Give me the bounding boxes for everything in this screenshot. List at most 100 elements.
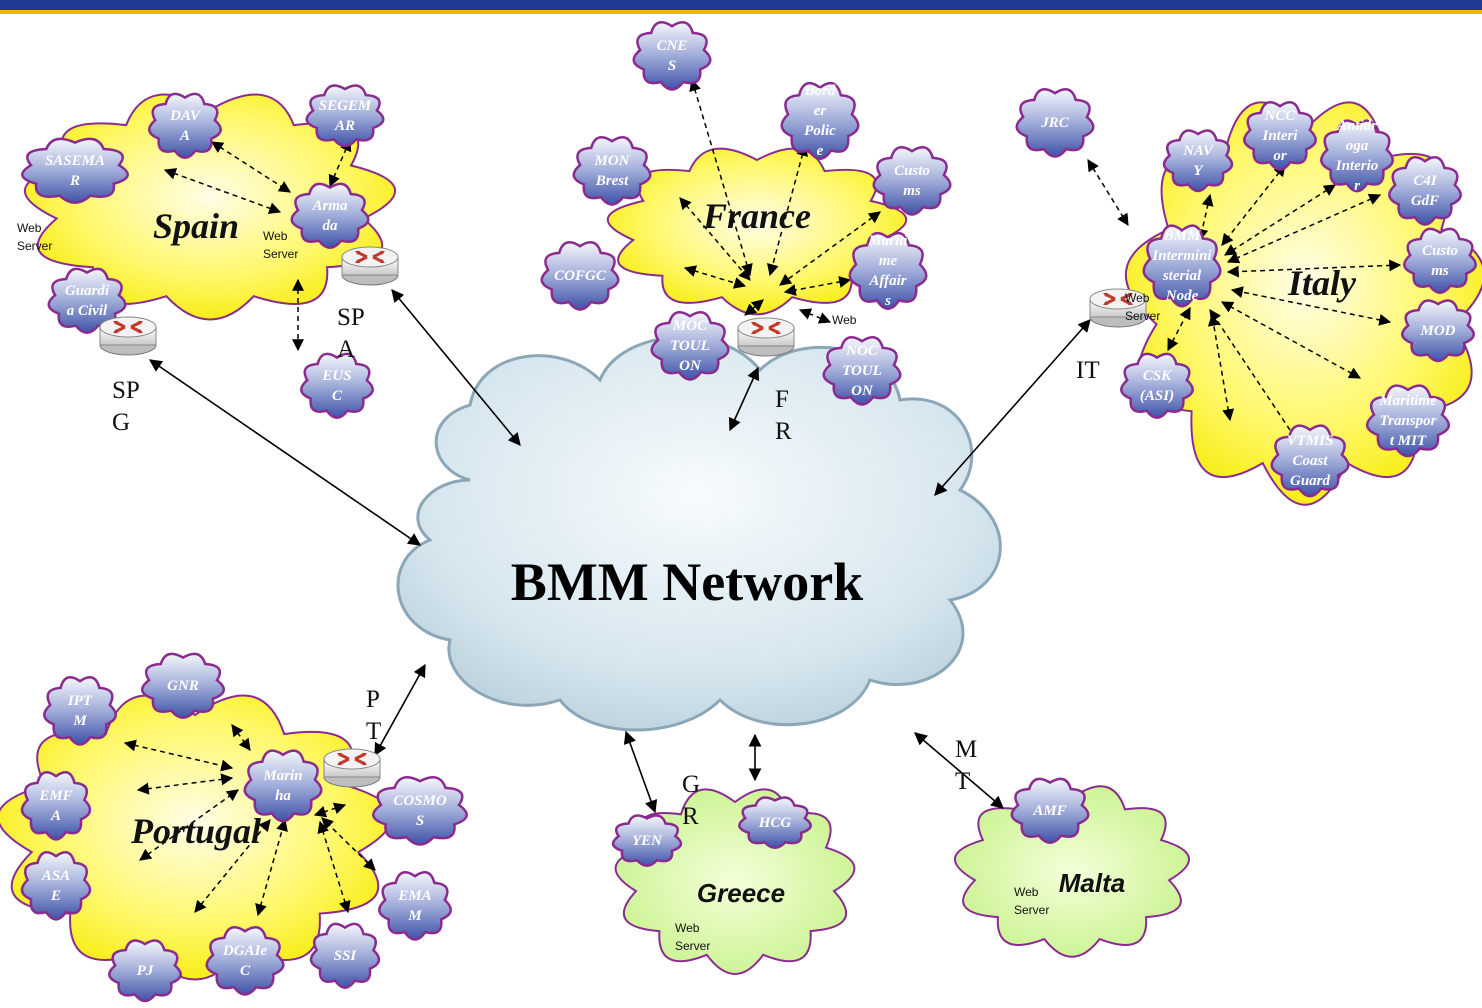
node-label-line: C4I [1413, 173, 1438, 189]
svg-text:Web: Web [1125, 291, 1150, 305]
node-label-line: SSI [334, 948, 358, 964]
node-csk[interactable]: CSK(ASI) [1120, 352, 1194, 419]
node-label-line: Bord [804, 83, 836, 99]
node-marinha[interactable]: Marin ha [243, 749, 323, 823]
node-label-line: NCC [1264, 108, 1297, 124]
router-icon[interactable] [322, 747, 382, 789]
node-pj[interactable]: PJ [108, 939, 182, 1003]
link-solid [148, 359, 422, 546]
link-solid [934, 319, 1091, 496]
node-label-line: DAV [169, 108, 202, 124]
node-label-line: IPT [67, 693, 93, 709]
node-label-line: CNE [657, 38, 688, 54]
node-label-line: PJ [137, 963, 154, 979]
svg-text:Web: Web [263, 229, 288, 243]
node-label-line: VTMIS [1287, 433, 1334, 449]
node-gnr[interactable]: GNR [141, 652, 225, 719]
router-icon[interactable] [736, 316, 796, 358]
node-label-line: EMA [397, 888, 431, 904]
node-hcg[interactable]: HCG [738, 796, 812, 850]
node-label-line: Intermini [1151, 248, 1212, 264]
link-dashed [255, 818, 288, 917]
svg-text:Web: Web [1014, 885, 1039, 899]
router-icon[interactable] [340, 245, 400, 287]
header-accent [0, 10, 1482, 14]
node-label-line: Marin [262, 768, 302, 784]
node-label-line: Interi [1261, 128, 1298, 144]
svg-text:Web: Web [675, 921, 700, 935]
country-greece: Greece [697, 878, 785, 908]
link-dashed [136, 773, 234, 795]
link-solid [728, 366, 760, 432]
node-label-line: r [1354, 178, 1360, 194]
svg-text:Server: Server [263, 247, 298, 261]
node-cofgc[interactable]: COFGC [540, 241, 620, 311]
node-label-line: BMM [1163, 228, 1201, 244]
node-label-line: e [817, 143, 824, 159]
svg-text:Server: Server [1125, 309, 1160, 323]
link-dashed [210, 141, 292, 193]
country-portugal: Portugal [130, 811, 261, 851]
node-label-line: er [814, 103, 827, 119]
node-label-line: ASA [41, 868, 70, 884]
link-dashed [798, 308, 832, 324]
node-code-spg: SP [112, 377, 140, 404]
node-label-line: C [332, 388, 343, 404]
link-dashed [689, 78, 753, 277]
node-code-mt: M [955, 736, 977, 763]
header-bar [0, 0, 1482, 10]
node-mod[interactable]: MOD [1401, 299, 1475, 363]
link-dashed [779, 211, 881, 286]
node-yen[interactable]: YEN [611, 814, 683, 868]
node-label-line: Antidr [1336, 118, 1377, 134]
node-code-spa: SP [337, 304, 365, 331]
router-icon[interactable] [98, 315, 158, 357]
node-amf[interactable]: AMF [1010, 777, 1090, 844]
node-ssi[interactable]: SSI [309, 922, 381, 989]
link-dashed [317, 820, 351, 914]
node-label-line: ha [275, 788, 291, 804]
link-solid [914, 732, 1004, 809]
link-dashed [683, 265, 747, 289]
link-dashed [1087, 158, 1129, 227]
node-label-line: Guard [1290, 473, 1331, 489]
node-label-line: DGAIe [222, 943, 268, 959]
node-label-line: R [69, 173, 80, 189]
node-label-line: HCG [758, 815, 792, 831]
node-label-line: ON [851, 383, 874, 399]
node-jrc[interactable]: JRC [1015, 88, 1095, 158]
node-code-gr: G [682, 771, 700, 798]
node-label-line: MOC [672, 318, 708, 334]
node-label-line: t MIT [1390, 433, 1427, 449]
